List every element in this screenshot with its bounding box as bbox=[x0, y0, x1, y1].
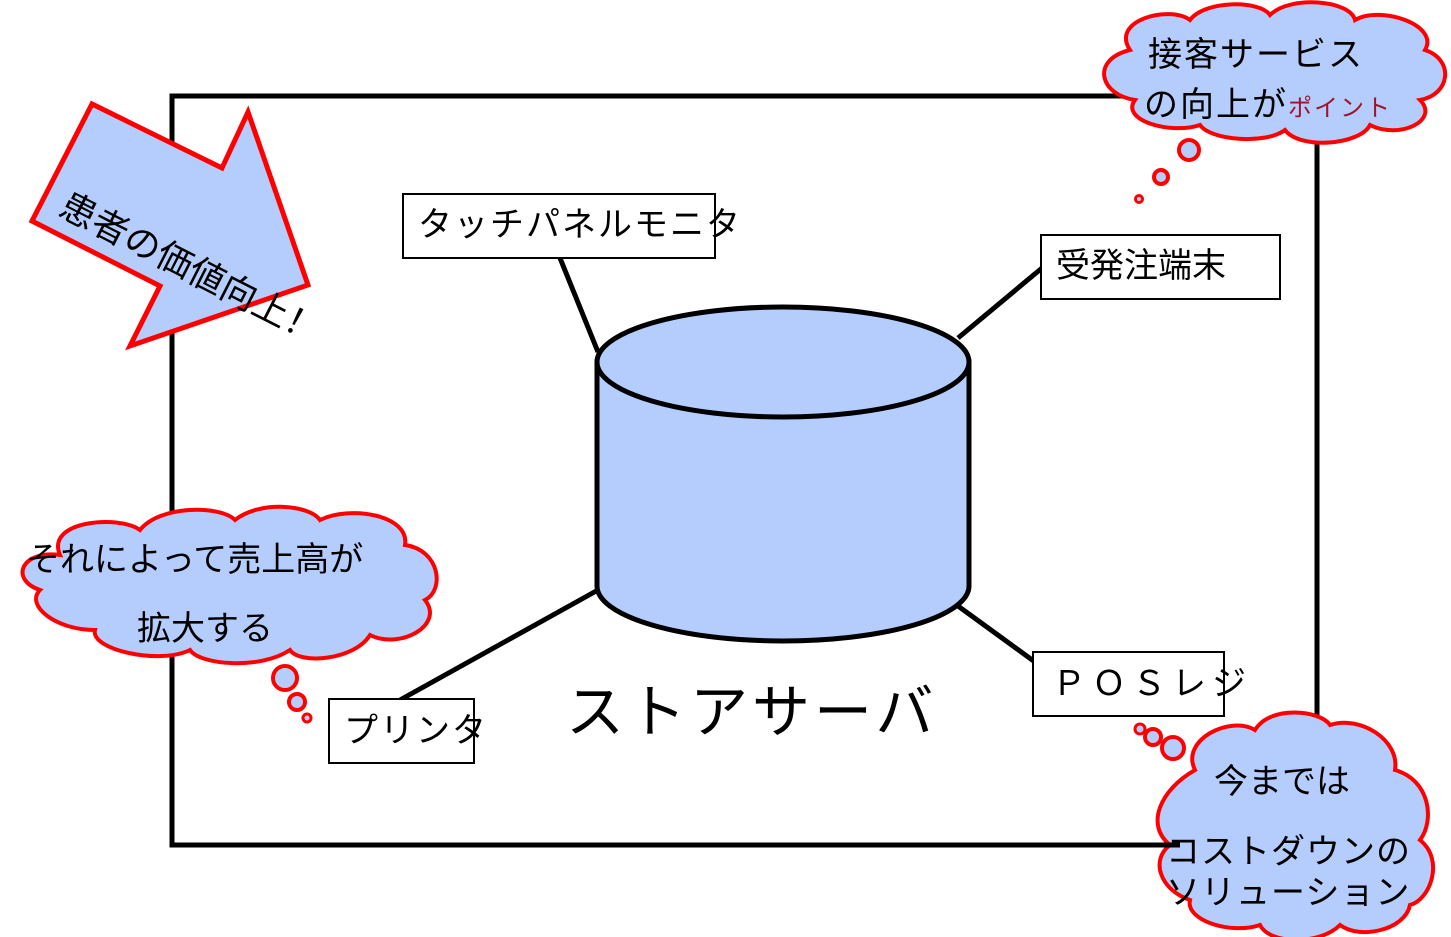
cloud-callout-sales bbox=[20, 504, 439, 724]
callout-sales-line1: それによって売上高が bbox=[26, 540, 364, 580]
thought-bubble-dot bbox=[1133, 722, 1147, 736]
connector-order-terminal bbox=[956, 266, 1044, 340]
thought-bubble-dot bbox=[287, 692, 307, 712]
device-label-order-terminal: 受発注端末 bbox=[1056, 246, 1226, 286]
device-box-printer bbox=[328, 698, 475, 764]
callout-cost-line1: 今までは bbox=[1214, 762, 1350, 802]
callout-service-line2: の向上がポイント bbox=[1144, 88, 1392, 122]
callout-service-line2-text: の向上が bbox=[1144, 85, 1288, 125]
thought-bubble-dot bbox=[271, 664, 299, 692]
thought-bubble-dot bbox=[1160, 735, 1186, 761]
connector-pos-register bbox=[956, 603, 1037, 665]
callout-sales-line2: 拡大する bbox=[137, 609, 273, 649]
device-box-pos-register bbox=[1032, 651, 1225, 717]
callout-cost-line3: ソリューション bbox=[1166, 873, 1411, 913]
device-box-touch-panel bbox=[402, 193, 716, 259]
thought-bubble-dot bbox=[1152, 168, 1170, 186]
thought-bubble-dot bbox=[301, 712, 313, 724]
thought-bubble-dot bbox=[1143, 727, 1163, 747]
thought-bubble-dot bbox=[1177, 138, 1201, 162]
callout-service-accent: ポイント bbox=[1288, 94, 1392, 122]
device-label-touch-panel: タッチパネルモニタ bbox=[418, 205, 742, 245]
device-box-order-terminal bbox=[1040, 234, 1281, 300]
cloud-callout-service bbox=[1102, 0, 1447, 204]
callout-service-line1: 接客サービス bbox=[1148, 35, 1364, 75]
server-cylinder-icon bbox=[594, 304, 972, 644]
server-label: ストアサーバ bbox=[566, 678, 938, 746]
thought-bubble-dot bbox=[1134, 194, 1144, 204]
cloud-callout-cost bbox=[1133, 710, 1436, 937]
connector-printer bbox=[398, 587, 600, 703]
callout-cost-line2: コストダウンの bbox=[1166, 832, 1411, 872]
arrow-shape bbox=[28, 100, 312, 351]
device-label-pos-register: ＰＯＳレジ bbox=[1052, 664, 1252, 704]
device-label-printer: プリンタ bbox=[344, 711, 488, 751]
connector-touch-panel bbox=[557, 257, 601, 353]
